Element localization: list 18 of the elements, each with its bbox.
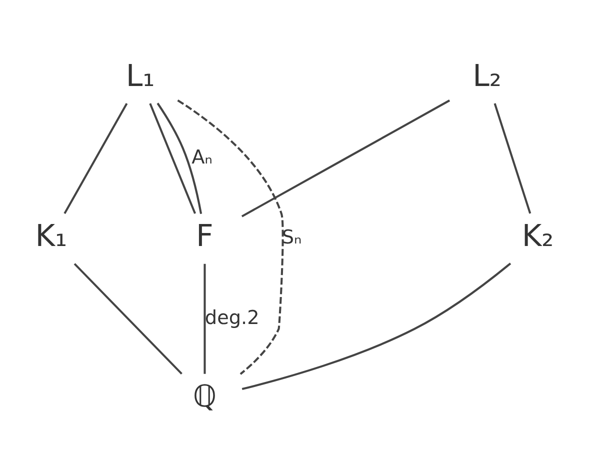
node-text: ℚ: [192, 379, 217, 414]
connector: [64, 102, 128, 214]
connector: [74, 262, 182, 374]
connector: [494, 102, 532, 214]
edge-label: Aₙ: [192, 144, 212, 168]
edge-label: Sₙ: [282, 225, 302, 248]
node-text: K₂: [522, 218, 554, 254]
connector: [156, 102, 202, 214]
node-text: F: [196, 218, 214, 254]
connector: [149, 102, 196, 214]
edge-label: deg.2: [204, 305, 260, 328]
node-text: K₁: [35, 218, 68, 254]
connector: [242, 262, 512, 390]
node-text: L₂: [472, 58, 502, 94]
connector: [241, 99, 450, 217]
connector: [177, 99, 284, 374]
node-text: L₁: [126, 58, 155, 94]
connector: [204, 263, 206, 374]
